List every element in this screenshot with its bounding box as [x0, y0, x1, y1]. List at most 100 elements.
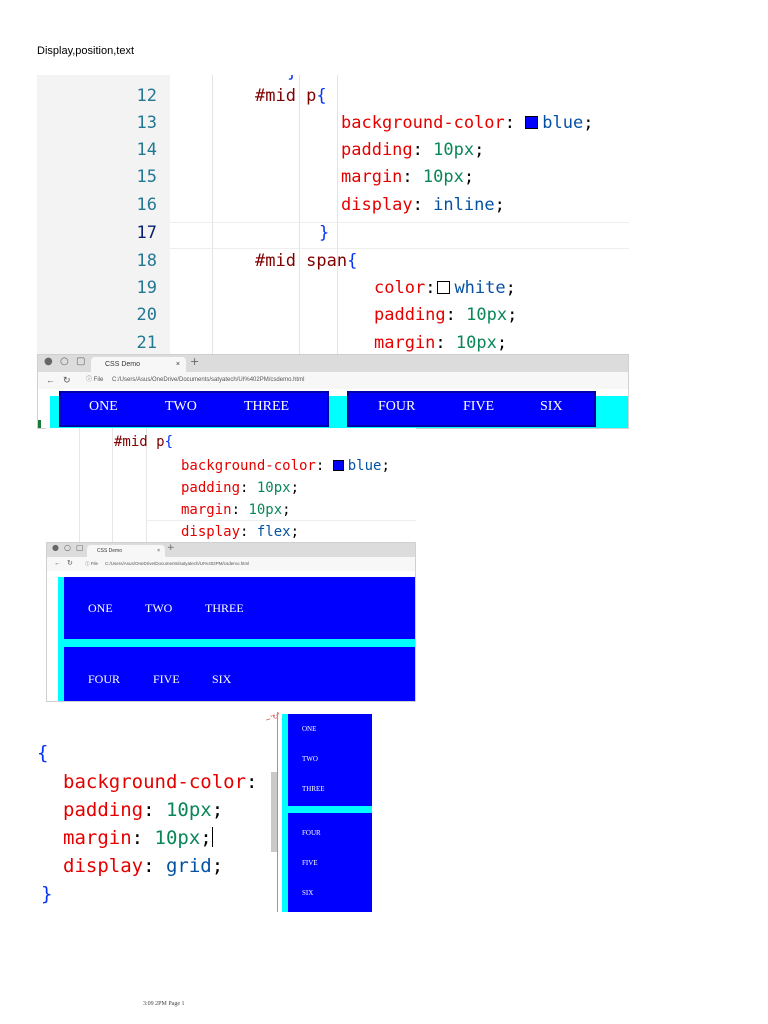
code-line: background-color: blue; [341, 113, 594, 133]
line-number: 18 [136, 251, 157, 271]
span-item: FIVE [463, 399, 495, 414]
open-brace: { [347, 251, 358, 271]
close-tab-icon[interactable]: × [175, 361, 180, 368]
line-number: 13 [136, 113, 157, 133]
css-property: background-color [63, 771, 247, 793]
scrollbar[interactable] [271, 772, 277, 852]
css-value: 10px [165, 799, 212, 821]
span-item: FOUR [302, 829, 321, 837]
code-editor-snippet-2: #mid p{ background-color: blue; padding:… [46, 428, 416, 543]
profile-icon[interactable]: ● [44, 356, 53, 367]
code-line: display: inline; [341, 195, 505, 215]
tab-title: CSS Demo [97, 548, 123, 554]
css-value: grid [165, 855, 212, 877]
code-editor-snippet-1: } 12 #mid p{ 13 background-color: blue; … [37, 75, 629, 355]
browser-tab[interactable]: CSS Demo × [87, 545, 165, 557]
css-value: flex [256, 524, 291, 540]
browser-tab[interactable]: CSS Demo × [91, 357, 186, 372]
url-text: C:/Users/Asus/OneDrive/Documents/satyate… [105, 561, 250, 566]
color-swatch-icon[interactable] [332, 460, 344, 471]
css-value: 10px [455, 333, 497, 353]
css-value: 10px [422, 167, 464, 187]
css-value: 10px [154, 827, 201, 849]
line-number: 14 [136, 140, 157, 160]
back-icon[interactable]: ← [46, 375, 55, 385]
code-line: background-color: blue; [181, 458, 390, 474]
code-line: } [319, 220, 329, 247]
span-item: TWO [145, 601, 173, 615]
scribble-mark: ~'↻' [264, 711, 282, 725]
css-property: display [181, 524, 241, 540]
css-property: padding [374, 305, 446, 325]
page-footer: 3:09 2PM Page 1 [143, 1001, 185, 1007]
css-value: blue [542, 113, 584, 133]
reload-icon[interactable]: ↻ [63, 375, 71, 385]
span-item: SIX [302, 889, 314, 897]
extensions-icon[interactable]: ○ [60, 356, 69, 367]
back-icon[interactable]: ← [54, 560, 61, 567]
css-property: padding [181, 480, 241, 496]
tab-actions-icon[interactable]: ▢ [76, 543, 84, 552]
css-property: display [341, 195, 413, 215]
address-bar[interactable]: ← ↻ ⓘ File C:/Users/Asus/OneDrive/Docume… [47, 557, 415, 571]
css-property: padding [341, 140, 413, 160]
line-number: 20 [136, 305, 157, 325]
open-brace: { [37, 742, 49, 764]
span-item: THREE [244, 399, 290, 414]
code-line: padding: 10px; [181, 480, 300, 496]
css-property: padding [63, 799, 144, 821]
color-swatch-icon[interactable] [437, 281, 451, 294]
css-value: 10px [433, 140, 475, 160]
editor-gutter [37, 75, 170, 355]
css-property: color [374, 278, 426, 298]
line-number: 16 [136, 195, 157, 215]
address-bar[interactable]: ← ↻ ⓘ File C:/Users/Asus/OneDrive/Docume… [38, 372, 628, 389]
css-property: background-color [181, 458, 316, 474]
span-item: ONE [89, 399, 118, 414]
code-line: #mid span{ [255, 248, 357, 275]
span-item: FIVE [302, 859, 318, 867]
open-brace: { [316, 86, 327, 106]
profile-icon[interactable]: ● [52, 543, 59, 552]
new-tab-icon[interactable]: + [190, 355, 200, 368]
browser-screenshot-grid: ~'↻' ONE TWO THREE FOUR FIVE SIX [262, 712, 372, 912]
reload-icon[interactable]: ↻ [67, 560, 73, 567]
tab-actions-icon[interactable]: ▢ [76, 356, 86, 367]
close-tab-icon[interactable]: × [157, 548, 160, 554]
code-line: padding: 10px; [341, 140, 485, 160]
paragraph-box [64, 577, 415, 639]
code-line: padding: 10px; [374, 305, 518, 325]
span-item: TWO [302, 755, 318, 763]
code-line: color:white; [374, 278, 516, 298]
browser-screenshot-flex: ● ○ ▢ CSS Demo × + ← ↻ ⓘ File C:/Users/A… [46, 542, 416, 702]
span-item: SIX [212, 672, 232, 686]
css-value: inline [433, 195, 495, 215]
css-selector: #mid p [114, 434, 165, 450]
window-edge [277, 712, 278, 912]
css-property: margin [341, 167, 403, 187]
css-value: 10px [466, 305, 508, 325]
span-item: TWO [165, 399, 197, 414]
url-text: C:/Users/Asus/OneDrive/Documents/satyate… [112, 377, 305, 383]
text-cursor [211, 827, 213, 847]
indent-guide [299, 75, 300, 355]
color-swatch-icon[interactable] [525, 116, 539, 129]
new-tab-icon[interactable]: + [167, 543, 175, 553]
code-line: margin: 10px; [341, 167, 475, 187]
paragraph-box [64, 647, 415, 701]
css-selector: #mid p [255, 86, 317, 106]
paragraph-box [288, 813, 372, 912]
span-item: FIVE [153, 672, 180, 686]
info-icon: ⓘ File [85, 561, 99, 566]
code-line: background-color: [63, 771, 258, 793]
paragraph-box [288, 714, 372, 806]
indent-guide [337, 75, 338, 355]
current-line-highlight [170, 222, 629, 249]
tab-title: CSS Demo [105, 361, 141, 368]
extensions-icon[interactable]: ○ [64, 543, 71, 552]
css-property: margin [374, 333, 436, 353]
code-editor-snippet-3: { background-color: padding: 10px; margi… [37, 735, 277, 910]
span-item: THREE [205, 601, 244, 615]
line-number: 15 [136, 167, 157, 187]
css-selector: #mid span [255, 251, 348, 271]
